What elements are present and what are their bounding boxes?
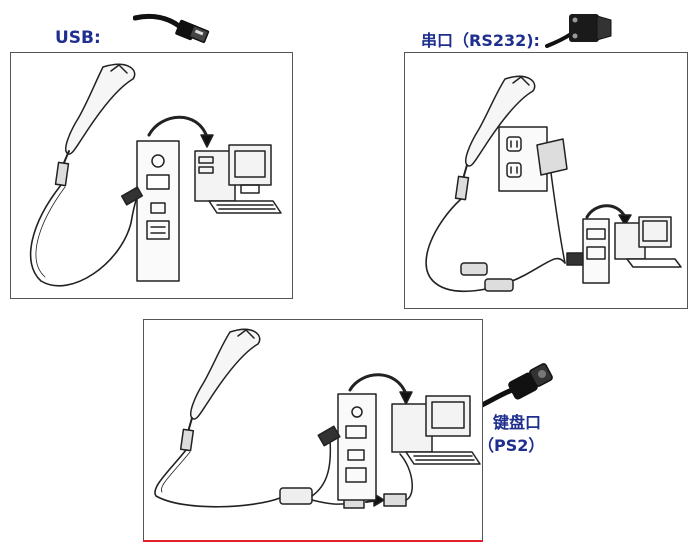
ps2-connector-icon (480, 363, 553, 408)
desktop-computer-icon (194, 144, 282, 214)
db9-serial-connector-icon (545, 14, 612, 48)
keyboard-label-ps2: （PS2） (478, 436, 545, 455)
wall-plate-icon (582, 218, 610, 284)
wall-plate-icon (337, 393, 377, 501)
power-adapter-icon (536, 138, 568, 264)
serial-connection-illustration (425, 75, 682, 292)
keyboard-ps2-connection-illustration (154, 328, 481, 509)
barcode-scanner-icon (54, 63, 136, 187)
bottom-accent-line (143, 540, 483, 542)
keyboard-ps2-connection-panel (143, 319, 483, 541)
barcode-scanner-icon (179, 328, 261, 452)
usb-connection-illustration (29, 63, 282, 287)
desktop-computer-icon (614, 216, 682, 268)
serial-connection-panel (404, 52, 688, 309)
usb-connector-icon (133, 13, 210, 44)
desktop-computer-icon (391, 395, 481, 465)
usb-label: USB: (55, 28, 101, 48)
keyboard-label: 键盘口 (493, 413, 542, 432)
serial-label: 串口（RS232): (421, 31, 540, 50)
usb-connection-panel (10, 52, 293, 299)
wall-plate-icon (136, 140, 180, 282)
power-outlet-icon (498, 126, 548, 192)
